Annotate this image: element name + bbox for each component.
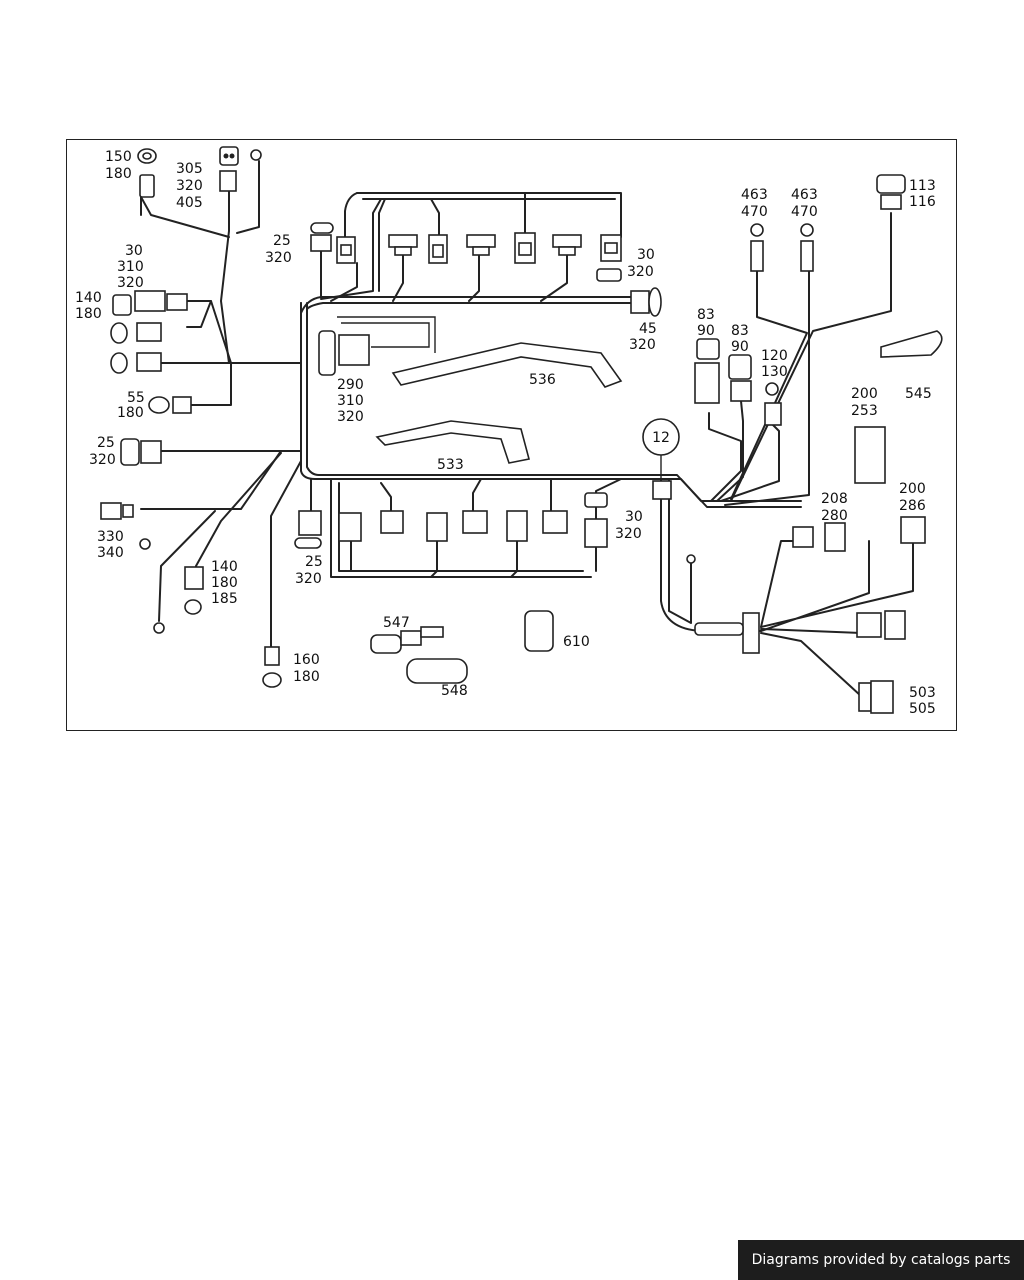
svg-text:180: 180 <box>117 405 144 421</box>
svg-text:180: 180 <box>75 306 102 322</box>
svg-text:45: 45 <box>639 321 657 337</box>
svg-text:320: 320 <box>629 337 656 353</box>
footer-banner: Diagrams provided by catalogs parts <box>738 1240 1024 1280</box>
svg-text:610: 610 <box>563 634 590 650</box>
svg-text:116: 116 <box>909 194 936 210</box>
callout-533: 533 <box>437 457 464 473</box>
svg-text:30: 30 <box>125 243 143 259</box>
svg-text:200: 200 <box>899 481 926 497</box>
svg-text:130: 130 <box>761 364 788 380</box>
svg-text:503: 503 <box>909 685 936 701</box>
svg-text:320: 320 <box>117 275 144 291</box>
svg-text:55: 55 <box>127 390 145 406</box>
callout-610: 610 <box>563 634 590 650</box>
svg-text:330: 330 <box>97 529 124 545</box>
rails <box>375 342 623 464</box>
svg-text:208: 208 <box>821 491 848 507</box>
svg-text:470: 470 <box>791 204 818 220</box>
svg-text:320: 320 <box>627 264 654 280</box>
svg-text:547: 547 <box>383 615 410 631</box>
callout-545: 545 <box>905 386 932 402</box>
svg-text:320: 320 <box>295 571 322 587</box>
svg-text:120: 120 <box>761 348 788 364</box>
svg-text:405: 405 <box>176 195 203 211</box>
svg-text:253: 253 <box>851 403 878 419</box>
callout-548: 548 <box>441 683 468 699</box>
svg-text:320: 320 <box>615 526 642 542</box>
svg-text:548: 548 <box>441 683 468 699</box>
svg-text:30: 30 <box>637 247 655 263</box>
connectors <box>100 146 943 714</box>
svg-text:305: 305 <box>176 161 203 177</box>
svg-text:180: 180 <box>211 575 238 591</box>
svg-text:180: 180 <box>293 669 320 685</box>
svg-text:180: 180 <box>105 166 132 182</box>
callout-547: 547 <box>383 615 410 631</box>
svg-text:320: 320 <box>176 178 203 194</box>
circle-marker-label: 12 <box>652 430 670 446</box>
svg-text:113: 113 <box>909 178 936 194</box>
svg-text:150: 150 <box>105 149 132 165</box>
svg-text:286: 286 <box>899 498 926 514</box>
svg-text:83: 83 <box>697 307 715 323</box>
svg-text:505: 505 <box>909 701 936 717</box>
svg-text:140: 140 <box>75 290 102 306</box>
svg-text:25: 25 <box>273 233 291 249</box>
svg-text:470: 470 <box>741 204 768 220</box>
svg-text:25: 25 <box>97 435 115 451</box>
svg-text:83: 83 <box>731 323 749 339</box>
svg-text:320: 320 <box>89 452 116 468</box>
svg-text:140: 140 <box>211 559 238 575</box>
svg-text:25: 25 <box>305 554 323 570</box>
svg-text:160: 160 <box>293 652 320 668</box>
svg-text:463: 463 <box>791 187 818 203</box>
svg-text:463: 463 <box>741 187 768 203</box>
svg-text:280: 280 <box>821 508 848 524</box>
svg-text:533: 533 <box>437 457 464 473</box>
svg-text:290: 290 <box>337 377 364 393</box>
svg-text:320: 320 <box>337 409 364 425</box>
callout-536: 536 <box>529 372 556 388</box>
svg-text:536: 536 <box>529 372 556 388</box>
svg-text:90: 90 <box>697 323 715 339</box>
svg-text:310: 310 <box>117 259 144 275</box>
svg-text:320: 320 <box>265 250 292 266</box>
svg-text:340: 340 <box>97 545 124 561</box>
svg-text:545: 545 <box>905 386 932 402</box>
svg-text:185: 185 <box>211 591 238 607</box>
svg-text:310: 310 <box>337 393 364 409</box>
svg-text:30: 30 <box>625 509 643 525</box>
svg-text:200: 200 <box>851 386 878 402</box>
svg-text:90: 90 <box>731 339 749 355</box>
